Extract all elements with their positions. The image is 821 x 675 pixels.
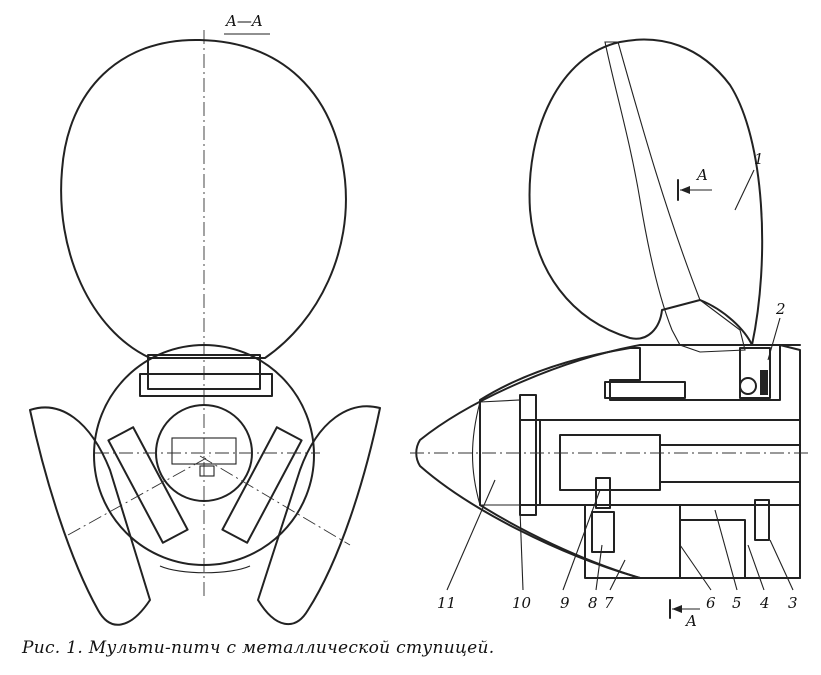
nose-insert — [472, 399, 521, 506]
callout-10: 10 — [512, 594, 532, 612]
section-view-a-a: A—A — [29, 12, 381, 626]
upper-blade-outline — [60, 38, 347, 359]
hub-disc — [93, 344, 315, 566]
shaft-keyway — [171, 437, 237, 465]
callout-4: 4 — [759, 594, 770, 612]
callout-11: 11 — [437, 594, 456, 612]
section-marker-upper-arrowhead — [680, 186, 690, 194]
figure-caption: Рис. 1. Мульти-питч с металлической ступ… — [22, 638, 495, 658]
shaft-pin — [199, 465, 215, 477]
bearing-ball — [739, 377, 757, 395]
section-marker-upper-letter: A — [695, 166, 708, 184]
leader-lines — [446, 169, 794, 591]
longitudinal-section-view: A A — [410, 38, 812, 630]
hub-lower-edge — [159, 565, 251, 574]
right-diagonal-centerline — [199, 455, 351, 546]
callout-7: 7 — [604, 594, 614, 612]
axial-bolt — [519, 394, 537, 516]
callout-3: 3 — [788, 594, 798, 612]
hub-top-block — [147, 354, 261, 390]
upper-key-bar — [139, 373, 273, 397]
rear-pin — [754, 499, 770, 541]
left-key-bar — [107, 426, 189, 544]
section-marker-lower-arrowhead — [672, 605, 682, 613]
callout-6: 6 — [706, 594, 716, 612]
shaft-bore — [539, 419, 801, 506]
lower-left-blade-outline — [29, 406, 151, 626]
callout-5: 5 — [732, 594, 742, 612]
blade-root-section — [604, 41, 746, 353]
bearing-housing — [739, 347, 771, 399]
section-label: A—A — [224, 12, 263, 30]
callout-1: 1 — [754, 150, 764, 168]
lower-right-blade-outline — [257, 405, 381, 626]
right-key-bar — [221, 426, 303, 544]
spinner-outline — [415, 344, 801, 579]
callout-2: 2 — [775, 300, 786, 318]
set-screw — [591, 511, 615, 553]
clamp-block — [584, 504, 681, 579]
callout-9: 9 — [560, 594, 570, 612]
blade-key-block — [604, 381, 686, 399]
callout-8: 8 — [588, 594, 598, 612]
blade-outline — [528, 38, 764, 346]
retaining-ring — [760, 370, 768, 395]
set-screw-head — [595, 477, 611, 509]
section-marker-lower-letter: A — [684, 612, 697, 630]
left-diagonal-centerline — [67, 455, 211, 536]
